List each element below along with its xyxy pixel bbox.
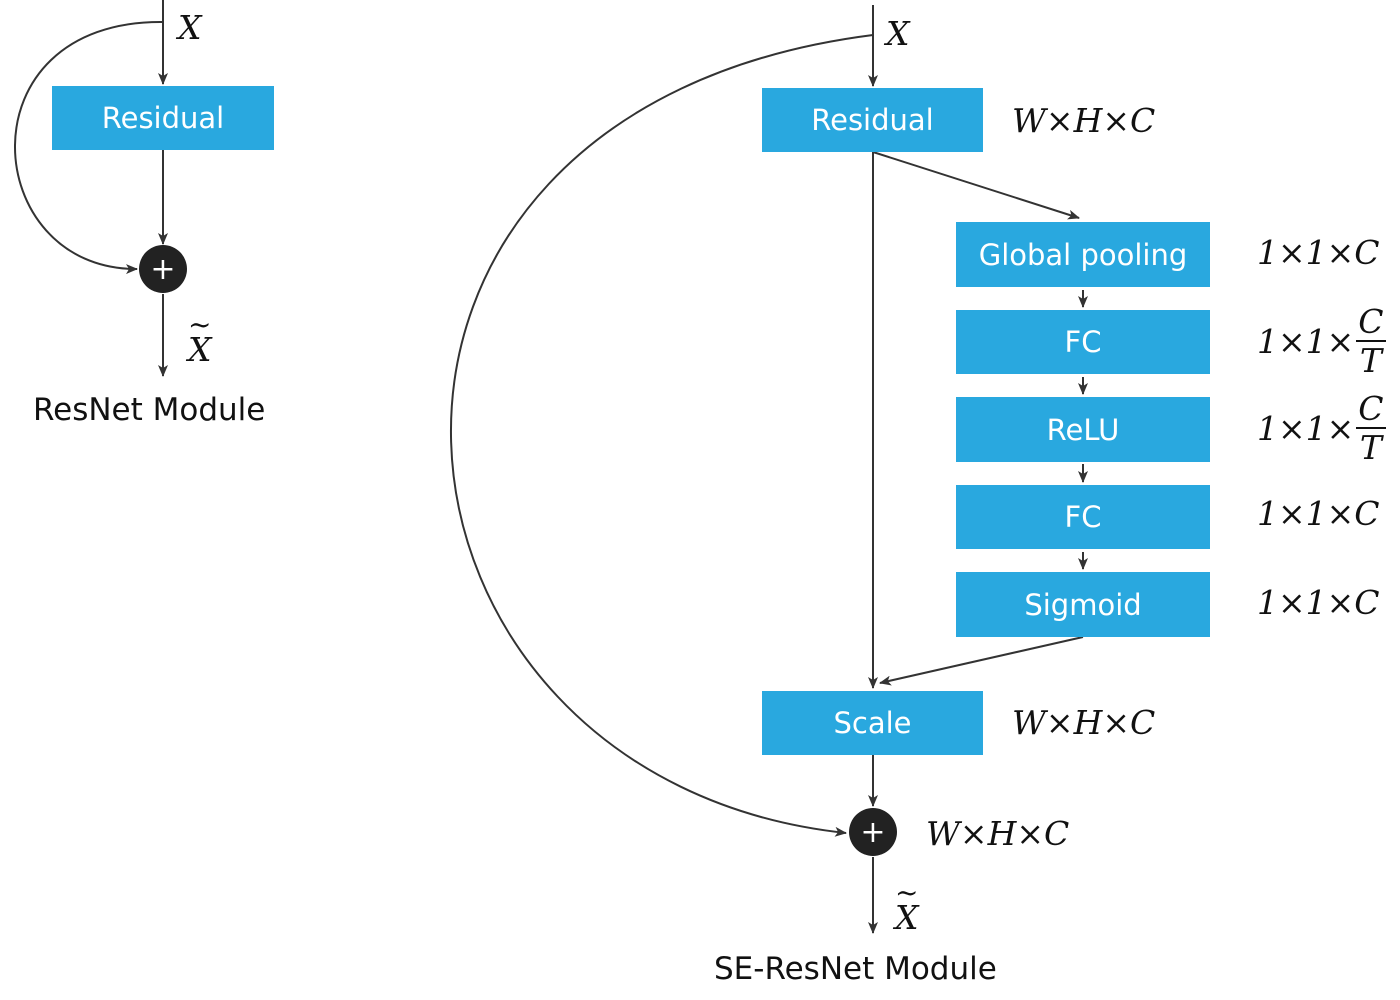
se-global-pooling-dims: 1×1×C (1257, 233, 1380, 272)
se-relu-fraction-numerator: C (1356, 389, 1386, 429)
se-scale-dims: W×H×C (1012, 703, 1156, 742)
se-global-pooling-dims-text: 1×1×C (1257, 233, 1380, 272)
se-output-tilde: ~ (895, 876, 919, 909)
se-residual-dims: W×H×C (1012, 101, 1156, 140)
se-sigmoid-dims-text: 1×1×C (1257, 583, 1380, 622)
se-sum-node: + (849, 808, 897, 856)
resnet-sum-node: + (139, 245, 187, 293)
se-input-label: X (886, 14, 910, 53)
resnet-residual-box: Residual (52, 86, 274, 150)
se-fc1-dims: 1×1× C T (1257, 305, 1386, 377)
se-fc2-box: FC (956, 485, 1210, 549)
resnet-sum-symbol: + (150, 252, 175, 287)
resnet-output-tilde: ~ (188, 308, 212, 341)
se-fc1-fraction-denominator: T (1359, 341, 1382, 380)
resnet-caption: ResNet Module (33, 392, 266, 428)
se-caption: SE-ResNet Module (714, 951, 997, 987)
se-relu-box: ReLU (956, 397, 1210, 462)
se-relu-dims-text: 1×1× (1257, 408, 1355, 448)
se-fc2-dims-text: 1×1×C (1257, 494, 1380, 533)
se-global-pooling-box: Global pooling (956, 222, 1210, 287)
se-residual-box: Residual (762, 88, 983, 152)
se-residual-to-pooling-line (872, 151, 1080, 220)
se-sigmoid-box: Sigmoid (956, 572, 1210, 637)
se-fc1-dims-text: 1×1× (1257, 321, 1355, 361)
se-output-label: ~ X (895, 876, 919, 937)
se-skip-connection (449, 34, 874, 837)
se-relu-dims: 1×1× C T (1257, 392, 1386, 464)
se-relu-fraction: C T (1356, 389, 1386, 467)
resnet-skip-connection (14, 20, 164, 275)
se-scale-box: Scale (762, 691, 983, 755)
resnet-input-label: X (178, 8, 202, 47)
se-fc1-fraction: C T (1356, 302, 1386, 380)
se-fc1-fraction-numerator: C (1356, 302, 1386, 342)
se-relu-fraction-denominator: T (1359, 428, 1382, 467)
resnet-output-label: ~ X (188, 308, 212, 369)
se-sum-dims: W×H×C (926, 814, 1070, 853)
se-fc2-dims: 1×1×C (1257, 494, 1380, 533)
se-fc1-box: FC (956, 310, 1210, 374)
se-sum-symbol: + (860, 815, 885, 850)
se-output-symbol: X (895, 898, 919, 937)
resnet-output-symbol: X (188, 330, 212, 369)
se-sigmoid-to-scale-line (879, 636, 1084, 686)
se-sigmoid-dims: 1×1×C (1257, 583, 1380, 622)
